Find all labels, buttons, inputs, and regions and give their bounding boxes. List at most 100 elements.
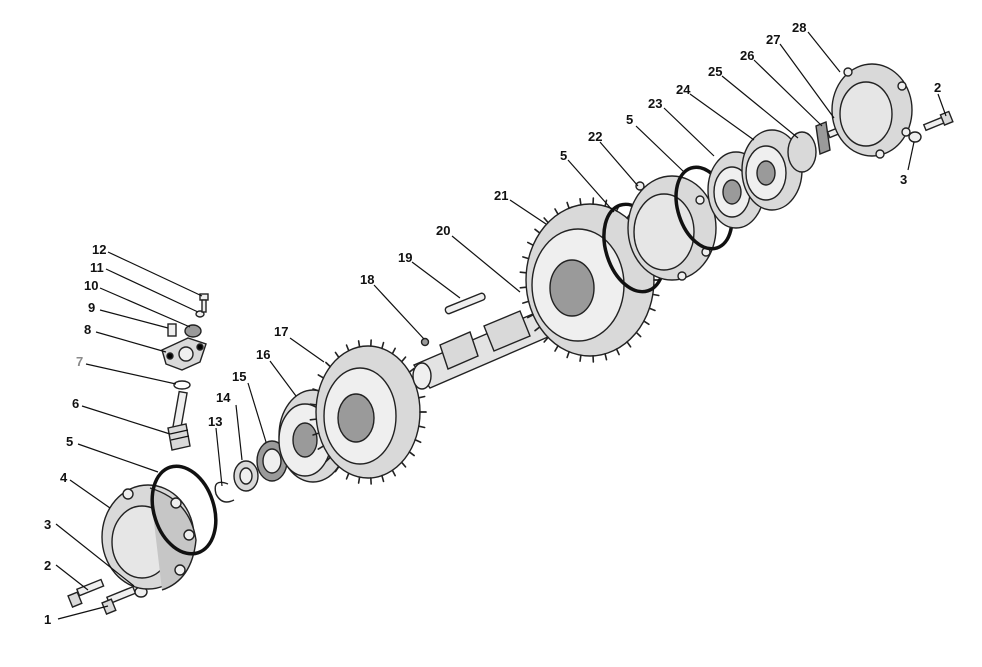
gear-tooth (566, 351, 570, 359)
small-o-ring-7 (173, 380, 191, 390)
o-ring-5-left (150, 464, 218, 556)
label-25: 25 (708, 64, 722, 79)
label-5-left: 5 (66, 434, 73, 449)
gear-tooth (526, 241, 534, 246)
gear-tooth (381, 474, 385, 483)
label-23: 23 (648, 96, 662, 111)
small-bolt-9 (167, 323, 177, 337)
bearing-24 (741, 129, 803, 211)
label-16: 16 (256, 347, 270, 362)
gear-tooth (526, 314, 534, 319)
gear-21 (519, 197, 661, 363)
label-15: 15 (232, 369, 246, 384)
label-6: 6 (72, 396, 79, 411)
gear-tooth (391, 469, 396, 477)
cover-housing-4 (101, 484, 197, 591)
label-24: 24 (676, 82, 691, 97)
part-labels: 1 2 3 4 5 6 7 8 9 10 11 12 13 14 15 16 1… (44, 20, 941, 627)
gear-tooth (357, 476, 361, 484)
label-18: 18 (360, 272, 374, 287)
gear-tooth (345, 344, 350, 352)
label-4: 4 (60, 470, 68, 485)
gear-tooth (309, 418, 318, 421)
gear-tooth (381, 341, 385, 350)
bolt-2-right (922, 110, 954, 132)
key-19 (444, 292, 486, 315)
gear-tooth (543, 217, 549, 224)
gear-tooth (643, 320, 650, 326)
label-2-right: 2 (934, 80, 941, 95)
gear-tooth (312, 432, 320, 436)
gear-tooth (519, 271, 528, 274)
label-3-left: 3 (44, 517, 51, 532)
label-10: 10 (84, 278, 98, 293)
gear-tooth (391, 347, 396, 355)
gear-tooth (417, 395, 426, 399)
gear-tooth (317, 374, 325, 379)
leader-lines (55, 31, 947, 620)
gear-17 (309, 339, 427, 485)
label-14: 14 (216, 390, 231, 405)
gear-tooth (414, 438, 422, 444)
label-9: 9 (88, 300, 95, 315)
gear-tooth (334, 351, 340, 359)
label-17: 17 (274, 324, 288, 339)
label-27: 27 (766, 32, 780, 47)
label-2-left: 2 (44, 558, 51, 573)
label-5-middle: 5 (560, 148, 567, 163)
snap-ring-13 (214, 481, 235, 503)
gear-tooth (417, 425, 426, 429)
gear-tooth (312, 388, 320, 392)
gear-tooth (309, 403, 318, 406)
gear-tooth (325, 456, 332, 463)
label-7: 7 (76, 354, 83, 369)
label-13: 13 (208, 414, 222, 429)
label-11: 11 (90, 260, 104, 275)
gear-tooth (652, 293, 660, 297)
housing-flange-22 (627, 175, 717, 281)
label-19: 19 (398, 250, 412, 265)
end-cover-28 (831, 63, 913, 159)
gear-tooth (615, 348, 620, 356)
bolt-12 (199, 293, 209, 313)
gear-tooth (400, 461, 407, 468)
bolt-1 (101, 585, 137, 615)
gear-tooth (317, 445, 325, 450)
label-5-right: 5 (626, 112, 633, 127)
gear-tooth (543, 336, 549, 343)
gear-tooth (579, 198, 582, 206)
parts-drawing (67, 63, 954, 615)
spacer-25 (787, 131, 817, 173)
gear-tooth (635, 331, 642, 338)
label-8: 8 (84, 322, 91, 337)
gear-tooth (345, 472, 350, 480)
gear-tooth (554, 345, 559, 352)
gear-tooth (357, 340, 361, 348)
ball-18 (420, 337, 430, 347)
washer-3-right (908, 131, 922, 143)
gear-tooth (522, 300, 530, 304)
tab-washer-26 (815, 121, 831, 155)
label-3-right: 3 (900, 172, 907, 187)
label-28: 28 (792, 20, 806, 35)
nut-14 (233, 460, 259, 492)
gear-tooth (325, 361, 332, 368)
gear-tooth (579, 354, 582, 362)
gear-tooth (566, 201, 570, 209)
gear-tooth (626, 341, 632, 348)
gear-tooth (400, 356, 407, 363)
gear-tooth (408, 367, 415, 373)
gear-tooth (604, 353, 608, 361)
bracket-8 (161, 337, 207, 371)
nut-10 (184, 324, 202, 338)
label-21: 21 (494, 188, 508, 203)
gear-tooth (522, 256, 530, 260)
gear-tooth (648, 307, 656, 312)
label-1: 1 (44, 612, 51, 627)
gear-tooth (534, 326, 541, 332)
pinion-shaft-6 (167, 390, 191, 451)
gear-tooth (519, 286, 528, 289)
gear-tooth (408, 451, 415, 457)
label-22: 22 (588, 129, 602, 144)
